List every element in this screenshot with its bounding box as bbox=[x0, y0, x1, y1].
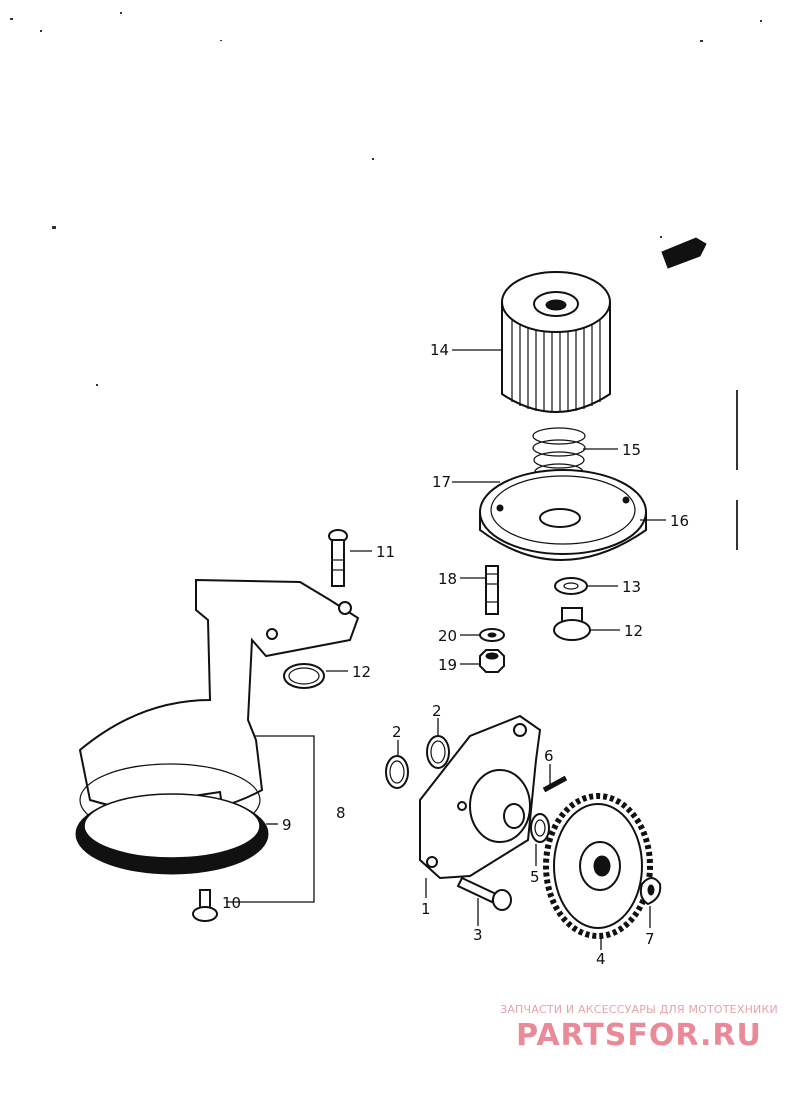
label-4: 4 bbox=[596, 950, 606, 968]
label-2-right: 2 bbox=[432, 702, 442, 720]
nut-20 bbox=[479, 649, 505, 673]
label-3: 3 bbox=[473, 926, 483, 944]
watermark-tagline: ЗАПЧАСТИ И АКСЕССУАРЫ ДЛЯ МОТОТЕХНИКИ bbox=[500, 1003, 778, 1016]
oil-strainer-assembly bbox=[78, 578, 360, 837]
label-1: 1 bbox=[421, 900, 431, 918]
label-12: 12 bbox=[352, 663, 371, 681]
label-21: 20 bbox=[438, 627, 457, 645]
label-13: 12 bbox=[624, 622, 643, 640]
direction-arrow-icon bbox=[661, 237, 707, 269]
oil-pump-body bbox=[419, 714, 542, 880]
pump-gear-4 bbox=[543, 793, 653, 939]
label-10-text: 10 bbox=[222, 894, 241, 912]
filter-cap bbox=[479, 469, 647, 561]
label-9: 9 bbox=[282, 816, 292, 834]
oil-filter-element bbox=[501, 271, 611, 413]
circlip-7 bbox=[639, 877, 662, 906]
label-7: 7 bbox=[645, 930, 655, 948]
watermark-logo-text: PARTSFOR.RU bbox=[516, 1018, 762, 1053]
label-16: 15 bbox=[622, 441, 641, 459]
washer-14 bbox=[554, 577, 588, 595]
o-ring-2-left bbox=[385, 755, 409, 789]
leader-lines bbox=[226, 349, 666, 950]
bolt-3 bbox=[456, 876, 512, 911]
strainer-screen-9 bbox=[75, 793, 269, 875]
label-14: 13 bbox=[622, 578, 641, 596]
label-11: 11 bbox=[376, 543, 395, 561]
watermark: ЗАПЧАСТИ И АКСЕССУАРЫ ДЛЯ МОТОТЕХНИКИ PA… bbox=[486, 1003, 792, 1053]
label-6: 6 bbox=[544, 747, 554, 765]
label-17: 16 bbox=[670, 512, 689, 530]
washer-21 bbox=[479, 628, 505, 642]
label-15: 14 bbox=[430, 341, 449, 359]
scan-noise bbox=[10, 12, 762, 550]
label-2-left: 2 bbox=[392, 723, 402, 741]
label-19: 18 bbox=[438, 570, 457, 588]
bolt-10 bbox=[192, 889, 218, 922]
plug-bolt-13 bbox=[553, 607, 591, 641]
o-ring-12 bbox=[283, 663, 325, 689]
label-8: 8 bbox=[336, 804, 346, 822]
o-ring-2-right bbox=[426, 735, 450, 769]
label-20: 19 bbox=[438, 656, 457, 674]
stud-bolt-19 bbox=[485, 565, 499, 615]
label-18: 17 bbox=[432, 473, 451, 491]
washer-5 bbox=[530, 813, 550, 843]
label-5: 5 bbox=[530, 868, 540, 886]
bolt-11 bbox=[328, 529, 348, 587]
part-number-labels: 14 15 17 16 11 18 13 12 20 19 12 2 2 6 8… bbox=[222, 341, 689, 968]
pin-6 bbox=[542, 775, 568, 793]
